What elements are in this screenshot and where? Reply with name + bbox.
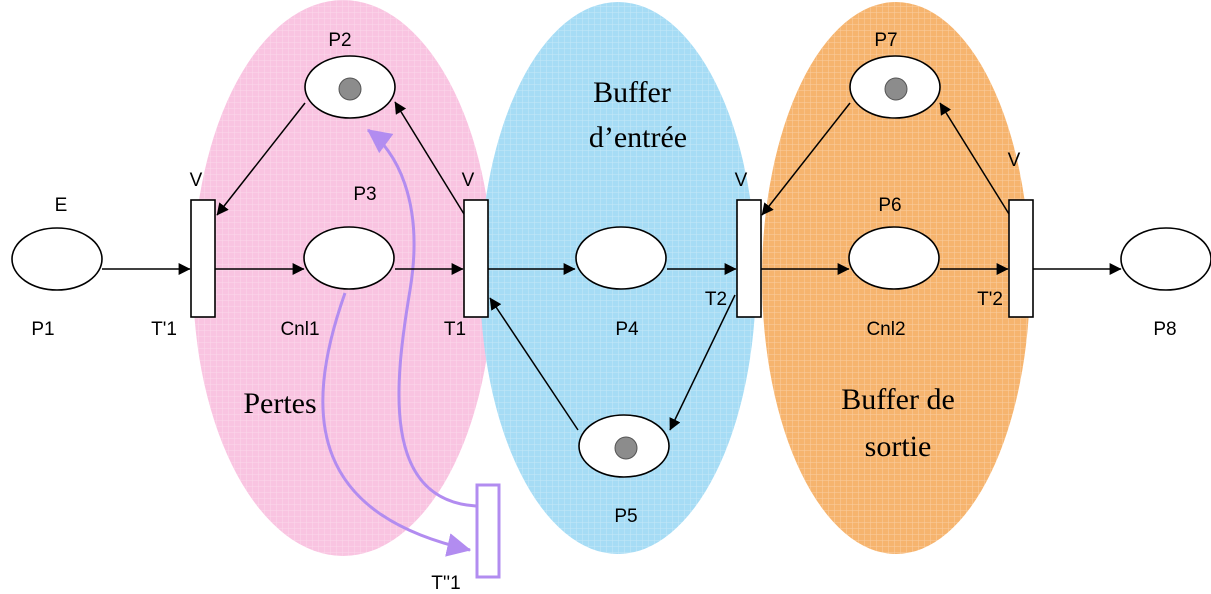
region-label-buffer-sortie-line2: sortie xyxy=(865,430,932,463)
label-t2: T2 xyxy=(705,289,727,310)
label-p7: P7 xyxy=(874,30,897,51)
label-cnl1: Cnl1 xyxy=(280,319,319,340)
label-t'2-v: V xyxy=(1008,150,1021,171)
label-t1-v: V xyxy=(462,170,475,191)
label-t'1-v: V xyxy=(190,170,203,191)
label-t''1: T''1 xyxy=(431,573,460,594)
loss-arc-p3-to-t''1 xyxy=(321,292,472,557)
arc-p7-to-t2 xyxy=(761,102,851,216)
label-t'2: T'2 xyxy=(977,289,1003,310)
label-cnl2: Cnl2 xyxy=(866,319,905,340)
place-p4 xyxy=(575,226,667,290)
transition-t''1 xyxy=(475,483,501,579)
label-p5: P5 xyxy=(614,506,637,527)
place-p1 xyxy=(11,227,103,291)
label-t2-v: V xyxy=(735,170,748,191)
place-p7 xyxy=(849,55,941,119)
place-p3 xyxy=(303,226,395,290)
region-label-buffer-sortie-line1: Buffer de xyxy=(841,383,955,416)
token xyxy=(338,77,362,101)
label-p2: P2 xyxy=(328,30,351,51)
label-p4: P4 xyxy=(615,319,639,340)
arc-p5-to-t1 xyxy=(489,297,579,431)
label-t'1: T'1 xyxy=(151,319,177,340)
label-e: E xyxy=(55,195,68,216)
loss-arc-t''1-to-p2 xyxy=(367,128,477,508)
transition-t2 xyxy=(736,199,762,318)
arc-t2-to-p5 xyxy=(669,294,736,431)
token xyxy=(614,436,638,460)
label-p1: P1 xyxy=(31,319,54,340)
place-p5 xyxy=(578,414,670,478)
label-p3: P3 xyxy=(353,184,376,205)
label-p6: P6 xyxy=(878,195,901,216)
arc-t'2-to-p7 xyxy=(939,102,1010,215)
transition-t'2 xyxy=(1008,199,1034,318)
region-label-buffer-entree-line2: d’entrée xyxy=(589,121,687,154)
place-p6 xyxy=(848,226,940,290)
transition-t1 xyxy=(463,199,489,318)
token xyxy=(884,77,908,101)
region-label-buffer-entree-line1: Buffer xyxy=(593,76,671,109)
label-p8: P8 xyxy=(1153,319,1176,340)
place-p2 xyxy=(304,55,396,119)
label-t1: T1 xyxy=(444,319,466,340)
transition-t'1 xyxy=(190,199,216,318)
arc-t1-to-p2 xyxy=(394,101,465,215)
region-label-pertes: Pertes xyxy=(243,387,316,420)
arc-p2-to-t'1 xyxy=(216,102,306,216)
place-p8 xyxy=(1120,227,1211,291)
